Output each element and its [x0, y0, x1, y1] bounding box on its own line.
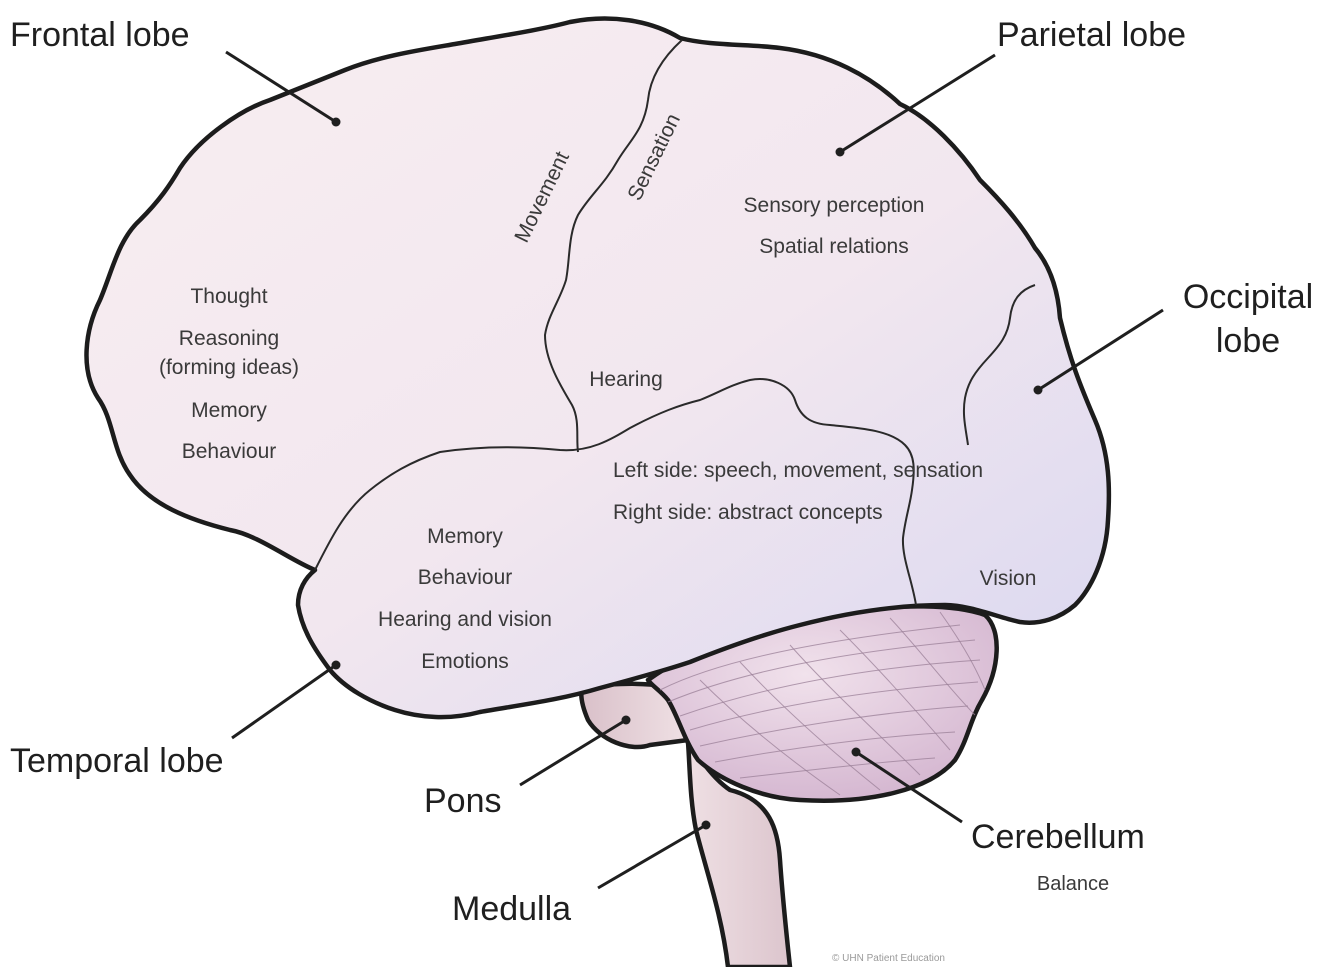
label-occipital-lobe-line2: lobe: [1216, 322, 1280, 360]
function-text: Behaviour: [418, 566, 513, 589]
function-text: Sensory perception: [744, 194, 925, 217]
function-text: Hearing and vision: [378, 608, 552, 631]
label-vision: Vision: [980, 567, 1037, 590]
function-text: Left side: speech, movement, sensation: [613, 459, 983, 482]
label-parietal-lobe: Parietal lobe: [997, 16, 1186, 54]
label-frontal-lobe: Frontal lobe: [10, 16, 190, 54]
label-medulla: Medulla: [452, 890, 571, 928]
function-text: Reasoning: [179, 327, 279, 350]
function-text: Spatial relations: [759, 235, 908, 258]
label-temporal-lobe: Temporal lobe: [10, 742, 224, 780]
function-text: Memory: [427, 525, 503, 548]
function-text: Behaviour: [182, 440, 277, 463]
function-text: Emotions: [421, 650, 509, 673]
label-balance: Balance: [1037, 873, 1109, 895]
function-text: (forming ideas): [159, 356, 299, 379]
function-text: Thought: [190, 285, 267, 308]
label-hearing: Hearing: [589, 368, 663, 391]
function-text: Memory: [191, 399, 267, 422]
label-occipital-lobe-line1: Occipital: [1183, 278, 1313, 316]
label-pons: Pons: [424, 782, 502, 820]
function-text: Right side: abstract concepts: [613, 501, 883, 524]
label-cerebellum: Cerebellum: [971, 818, 1145, 856]
copyright-notice: © UHN Patient Education: [832, 953, 945, 964]
